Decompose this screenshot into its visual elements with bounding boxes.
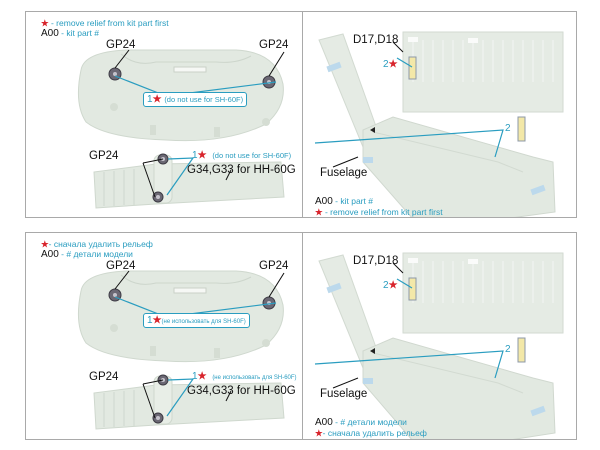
callout-number: 2 [505, 123, 511, 134]
legend-star-text: - remove relief from kit part first [322, 207, 443, 217]
step-tail-cover-russian: ★- сначала удалить рельеф A00 - # детали… [26, 233, 303, 439]
label-gp24-left: GP24 [106, 39, 136, 51]
label-g34-g33: G34,G33 for HH-60G [187, 164, 296, 176]
callout-number: 2 [383, 59, 389, 70]
callout-note: (do not use for SH-60F) [212, 151, 292, 160]
legend-part-code: A00 [315, 196, 333, 207]
callout-number: 1 [147, 94, 153, 105]
asterisk-icon: ★ [197, 150, 207, 161]
tail-boom-drawing [314, 252, 564, 439]
label-gp24-lower: GP24 [89, 371, 119, 383]
step-tail-boom-russian: D17,D18 2★ 2 Fuselage A00 - # детали мод… [303, 233, 576, 439]
asterisk-icon: ★ [315, 428, 323, 438]
callout-part-1-bottom: 1★ (do not use for SH-60F) [192, 150, 291, 161]
legend-star-text: - remove relief from kit part first [48, 18, 169, 28]
label-gp24-right: GP24 [259, 39, 289, 51]
asterisk-icon: ★ [41, 18, 49, 28]
label-gp24-left: GP24 [106, 260, 136, 272]
label-gp24-right: GP24 [259, 260, 289, 272]
legend-part-code: A00 [41, 28, 59, 39]
legend: ★ - remove relief from kit part first A0… [41, 18, 169, 39]
asterisk-icon: ★ [388, 59, 398, 70]
asterisk-icon: ★ [315, 207, 323, 217]
label-gp24-lower: GP24 [89, 150, 119, 162]
legend-part-code: A00 [41, 249, 59, 260]
label-d17-d18: D17,D18 [353, 34, 399, 46]
legend-part-text: - # детали модели [58, 249, 133, 259]
label-fuselage: Fuselage [320, 388, 368, 400]
label-fuselage: Fuselage [320, 167, 368, 179]
callout-number: 2 [505, 344, 511, 355]
asterisk-icon: ★ [197, 371, 207, 382]
callout-note: (do not use for SH-60F) [164, 95, 244, 104]
callout-part-1-top: 1★ (do not use for SH-60F) [143, 92, 248, 107]
callout-number: 1 [192, 150, 198, 161]
label-g34-g33: G34,G33 for HH-60G [187, 385, 296, 397]
asterisk-icon: ★ [41, 239, 49, 249]
tail-boom-drawing [314, 31, 564, 217]
legend-part-text: - kit part # [332, 196, 373, 206]
callout-part-1-bottom: 1★ (не использовать для SH-60F) [192, 371, 297, 382]
legend: ★- сначала удалить рельеф A00 - # детали… [41, 239, 153, 260]
legend-part-code: A00 [315, 417, 333, 428]
instruction-panel-russian: ★- сначала удалить рельеф A00 - # детали… [25, 232, 577, 440]
callout-part-2: 2 [505, 344, 511, 355]
legend: A00 - # детали модели ★- сначала удалить… [315, 417, 427, 438]
callout-note: (не использовать для SH-60F) [161, 319, 246, 325]
callout-number: 1 [192, 371, 198, 382]
asterisk-icon: ★ [152, 94, 162, 105]
step-tail-boom-english: D17,D18 2★ 2 Fuselage A00 - kit part # ★… [303, 12, 576, 217]
instruction-panel-english: ★ - remove relief from kit part first A0… [25, 11, 577, 218]
asterisk-icon: ★ [152, 315, 162, 326]
legend-star-text: - сначала удалить рельеф [322, 428, 427, 438]
callout-part-2-star: 2★ [383, 280, 398, 291]
legend: A00 - kit part # ★ - remove relief from … [315, 196, 443, 217]
callout-part-1-top: 1★(не использовать для SH-60F) [143, 313, 250, 328]
legend-part-text: - # детали модели [332, 417, 407, 427]
callout-number: 1 [147, 315, 153, 326]
label-d17-d18: D17,D18 [353, 255, 399, 267]
callout-part-2-star: 2★ [383, 59, 398, 70]
legend-star-text: - сначала удалить рельеф [48, 239, 153, 249]
callout-part-2: 2 [505, 123, 511, 134]
legend-part-text: - kit part # [58, 28, 99, 38]
asterisk-icon: ★ [388, 280, 398, 291]
step-tail-cover-english: ★ - remove relief from kit part first A0… [26, 12, 303, 217]
callout-note: (не использовать для SH-60F) [212, 375, 297, 381]
callout-number: 2 [383, 280, 389, 291]
